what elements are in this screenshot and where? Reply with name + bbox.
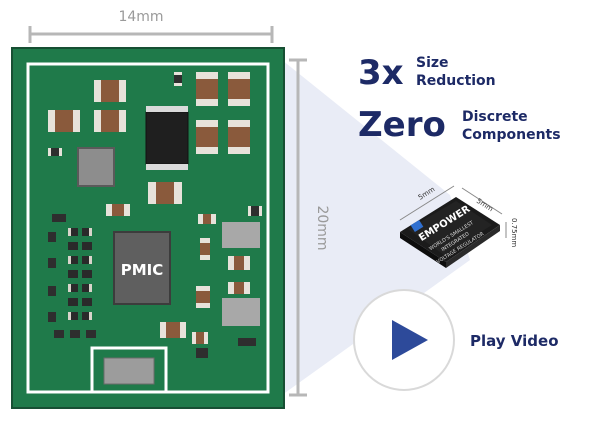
width-label: 14mm (118, 9, 163, 25)
width-dimension: 14mm (28, 5, 274, 43)
play-icon[interactable] (392, 320, 428, 360)
chip-dim-b: 5mm (475, 197, 495, 213)
chip-dim-c: 0.75mm (510, 218, 518, 247)
circuit-board: PMIC (11, 47, 285, 409)
play-video-button[interactable] (353, 289, 455, 391)
height-label: 20mm (314, 205, 330, 250)
pmic-chip (113, 231, 171, 305)
headline-1-small-1: Size (416, 55, 449, 71)
headline-2-small-2: Components (462, 127, 561, 143)
headline-2-small-1: Discrete (462, 109, 528, 125)
projection-beam (282, 60, 470, 395)
headline-1-big: 3x (358, 53, 404, 93)
pmic-label: PMIC (121, 261, 164, 279)
play-video-label[interactable]: Play Video (470, 332, 559, 350)
headline-1-small-2: Reduction (416, 73, 496, 89)
headline-2-big: Zero (358, 105, 446, 145)
height-dimension: 20mm (289, 58, 330, 397)
